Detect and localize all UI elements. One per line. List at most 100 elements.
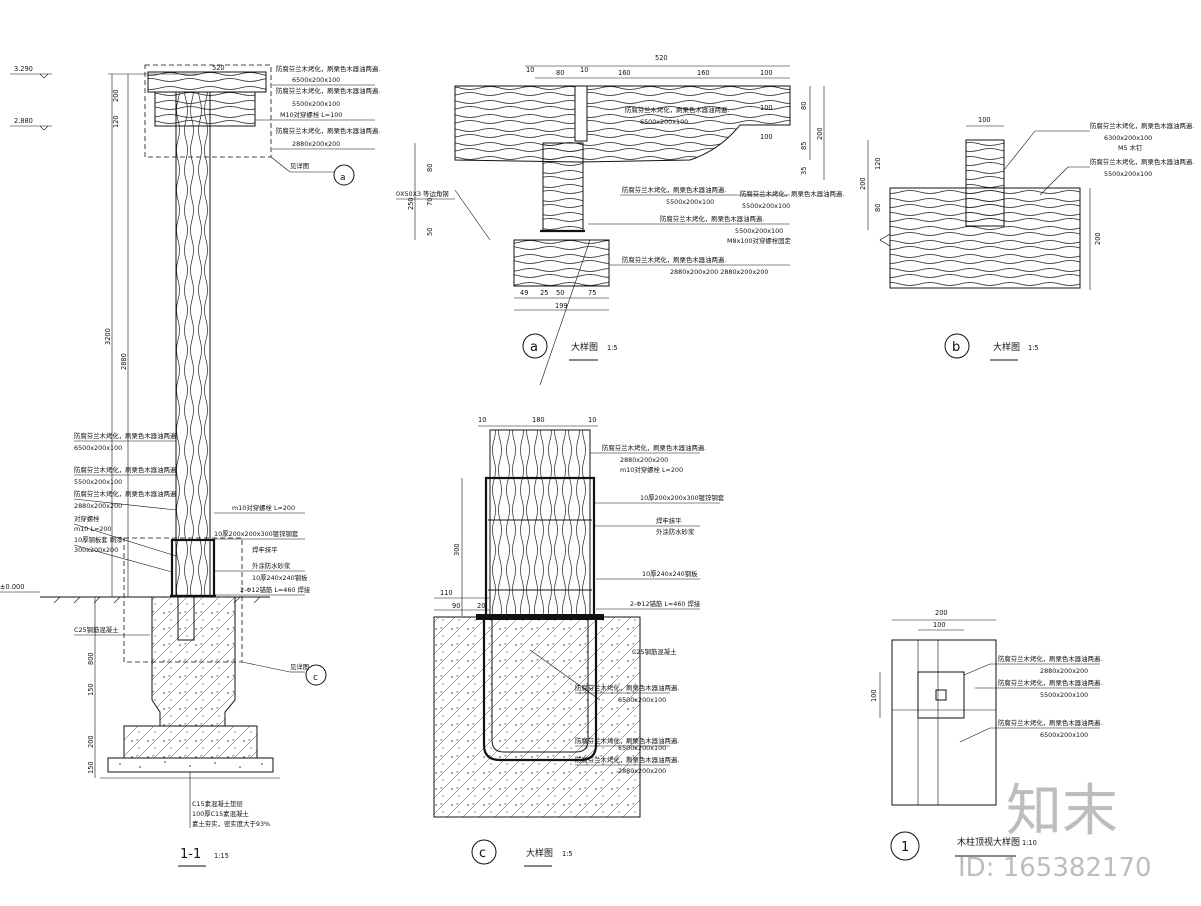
svg-text:80: 80 (426, 164, 434, 172)
svg-text:160: 160 (697, 69, 710, 77)
svg-text:2880x200x200: 2880x200x200 (618, 767, 666, 775)
svg-text:5500x200x100: 5500x200x100 (742, 202, 790, 210)
svg-text:10: 10 (580, 66, 588, 74)
detail-c: 10 180 10 300 110 90 20 防腐芬兰木烤化，刷栗色木器油两遍… (433, 416, 725, 867)
svg-text:100: 100 (760, 104, 773, 112)
detail-a-beam (454, 85, 791, 163)
svg-text:焊牢抹平: 焊牢抹平 (656, 516, 682, 525)
svg-text:1:5: 1:5 (562, 850, 573, 858)
svg-text:防腐芬兰木烤化，刷栗色木器油两遍.: 防腐芬兰木烤化，刷栗色木器油两遍. (660, 214, 764, 223)
svg-text:b: b (952, 340, 960, 355)
svg-text:外涂防水砂浆: 外涂防水砂浆 (252, 561, 291, 570)
svg-text:5500x200x100: 5500x200x100 (735, 227, 783, 235)
svg-text:250: 250 (407, 197, 415, 210)
svg-text:100: 100 (870, 689, 878, 702)
svg-text:焊牢抹平: 焊牢抹平 (252, 545, 278, 554)
svg-text:防腐芬兰木烤化，刷栗色木器油两遍.: 防腐芬兰木烤化，刷栗色木器油两遍. (998, 678, 1102, 687)
svg-text:2-Φ12锚筋 L=460 焊接: 2-Φ12锚筋 L=460 焊接 (630, 599, 701, 608)
svg-text:520: 520 (655, 54, 668, 62)
svg-text:对穿螺栓: 对穿螺栓 (74, 514, 100, 523)
svg-text:2880x200x200: 2880x200x200 (1040, 667, 1088, 675)
detail-1-notes: 防腐芬兰木烤化，刷栗色木器油两遍. 2880x200x200 防腐芬兰木烤化，刷… (959, 654, 1102, 743)
detail-c-steel-plate (476, 614, 604, 620)
svg-text:2880x200x200 2880x200x200: 2880x200x200 2880x200x200 (670, 268, 768, 276)
svg-text:6500x200x100: 6500x200x100 (618, 696, 666, 704)
svg-text:m10对穿螺栓 L=200: m10对穿螺栓 L=200 (232, 503, 295, 512)
svg-text:防腐芬兰木烤化，刷栗色木器油两遍.: 防腐芬兰木烤化，刷栗色木器油两遍. (625, 105, 729, 114)
svg-text:防腐芬兰木烤化，刷栗色木器油两遍.: 防腐芬兰木烤化，刷栗色木器油两遍. (276, 64, 380, 73)
svg-text:大样图: 大样图 (571, 341, 598, 353)
svg-text:5500x200x100: 5500x200x100 (74, 478, 122, 486)
watermark-logo: 知末 (1006, 779, 1118, 844)
svg-text:100: 100 (933, 621, 946, 629)
svg-text:520: 520 (212, 64, 225, 72)
svg-text:C25钢筋混凝土: C25钢筋混凝土 (632, 647, 677, 656)
svg-text:300: 300 (453, 543, 461, 556)
svg-text:a: a (530, 340, 538, 355)
svg-text:160: 160 (618, 69, 631, 77)
svg-text:10厚240x240钢板: 10厚240x240钢板 (642, 569, 698, 578)
detail-b-label-circle (944, 333, 970, 359)
svg-text:m10 L=200: m10 L=200 (74, 525, 112, 533)
svg-text:木柱顶视大样图: 木柱顶视大样图 (957, 836, 1020, 848)
elev-top1: 3.290 (14, 65, 33, 73)
section-title: 1-1 (180, 847, 201, 862)
elev-zero: ±0.000 (0, 583, 24, 591)
svg-text:5500x200x100: 5500x200x100 (666, 198, 714, 206)
detail-b: 100 120 200 80 200 防腐芬兰木烤化，刷栗色木器油两遍. 630… (859, 116, 1194, 361)
svg-text:75: 75 (588, 289, 596, 297)
svg-text:10: 10 (588, 416, 596, 424)
svg-text:6500x200x100: 6500x200x100 (640, 118, 688, 126)
svg-text:防腐芬兰木烤化，刷栗色木器油两遍.: 防腐芬兰木烤化，刷栗色木器油两遍. (998, 654, 1102, 663)
svg-text:5500x200x100: 5500x200x100 (1104, 170, 1152, 178)
elev-top2: 2.880 (14, 117, 33, 125)
svg-text:49: 49 (520, 289, 528, 297)
svg-text:防腐芬兰木烤化，刷栗色木器油两遍: 防腐芬兰木烤化，刷栗色木器油两遍 (74, 431, 177, 440)
svg-text:5500x200x100: 5500x200x100 (1040, 691, 1088, 699)
detail-a: 520 10 80 10 160 160 100 80 200 85 35 10… (396, 54, 844, 386)
svg-text:防腐芬兰木烤化，刷栗色木器油两遍.: 防腐芬兰木烤化，刷栗色木器油两遍. (998, 718, 1102, 727)
svg-text:6500x200x100: 6500x200x100 (292, 76, 340, 84)
detail-a-label-circle (522, 333, 548, 359)
svg-text:10厚240x240钢板: 10厚240x240钢板 (252, 573, 308, 582)
top-beam-6500 (147, 71, 267, 93)
detail-a-dims: 520 10 80 10 160 160 100 80 200 85 35 10… (407, 54, 825, 311)
wood-post (175, 91, 211, 597)
svg-text:防腐芬兰木烤化，刷栗色木器油两遍.: 防腐芬兰木烤化，刷栗色木器油两遍. (276, 86, 380, 95)
svg-text:M5 木钉: M5 木钉 (1118, 143, 1143, 152)
svg-text:C25钢筋混凝土: C25钢筋混凝土 (74, 625, 119, 634)
svg-text:10厚200x200x300镀锌钢套: 10厚200x200x300镀锌钢套 (214, 529, 299, 538)
svg-text:防腐芬兰木烤化，刷栗色木器油两遍: 防腐芬兰木烤化，刷栗色木器油两遍 (74, 465, 177, 474)
svg-text:800: 800 (87, 652, 95, 665)
svg-text:200: 200 (935, 609, 948, 617)
svg-text:200: 200 (859, 177, 867, 190)
svg-text:c: c (313, 673, 318, 683)
gravel-bed (107, 757, 274, 773)
watermark: 知末 ID: 165382170 (958, 779, 1152, 883)
svg-text:50: 50 (426, 228, 434, 236)
svg-text:100: 100 (760, 133, 773, 141)
svg-text:外涂防水砂浆: 外涂防水砂浆 (656, 527, 695, 536)
detail-c-post (489, 429, 591, 618)
watermark-id: ID: 165382170 (958, 853, 1152, 883)
elevation-marks: 3.290 2.880 ±0.000 (0, 65, 52, 593)
svg-text:6300x200x100: 6300x200x100 (1104, 134, 1152, 142)
detail-c-anchor-bars (482, 620, 598, 762)
svg-text:防腐芬兰木烤化，刷栗色木器油两遍.: 防腐芬兰木烤化，刷栗色木器油两遍. (602, 443, 706, 452)
svg-text:防腐芬兰木烤化，刷栗色木器油两遍.: 防腐芬兰木烤化，刷栗色木器油两遍. (740, 189, 844, 198)
svg-text:10: 10 (478, 416, 486, 424)
svg-text:85: 85 (800, 142, 808, 150)
svg-text:2880x200x200: 2880x200x200 (620, 456, 668, 464)
detail-1-label-circle (890, 831, 920, 861)
svg-text:a: a (340, 173, 346, 183)
svg-text:200: 200 (112, 89, 120, 102)
svg-text:80: 80 (874, 204, 882, 212)
svg-text:2-Φ12锚筋 L=460 焊接: 2-Φ12锚筋 L=460 焊接 (240, 585, 311, 594)
svg-text:2880: 2880 (120, 353, 128, 370)
detail-1-dims: 200 100 100 (870, 609, 996, 718)
svg-text:5500x200x100: 5500x200x100 (292, 100, 340, 108)
section-right-notes: 防腐芬兰木烤化，刷栗色木器油两遍. 6500x200x100 防腐芬兰木烤化，刷… (255, 64, 380, 186)
svg-text:防腐芬兰木烤化，刷栗色木器油两遍.: 防腐芬兰木烤化，刷栗色木器油两遍. (575, 736, 679, 745)
svg-text:防腐芬兰木烤化，刷栗色木器油两遍.: 防腐芬兰木烤化，刷栗色木器油两遍. (622, 185, 726, 194)
